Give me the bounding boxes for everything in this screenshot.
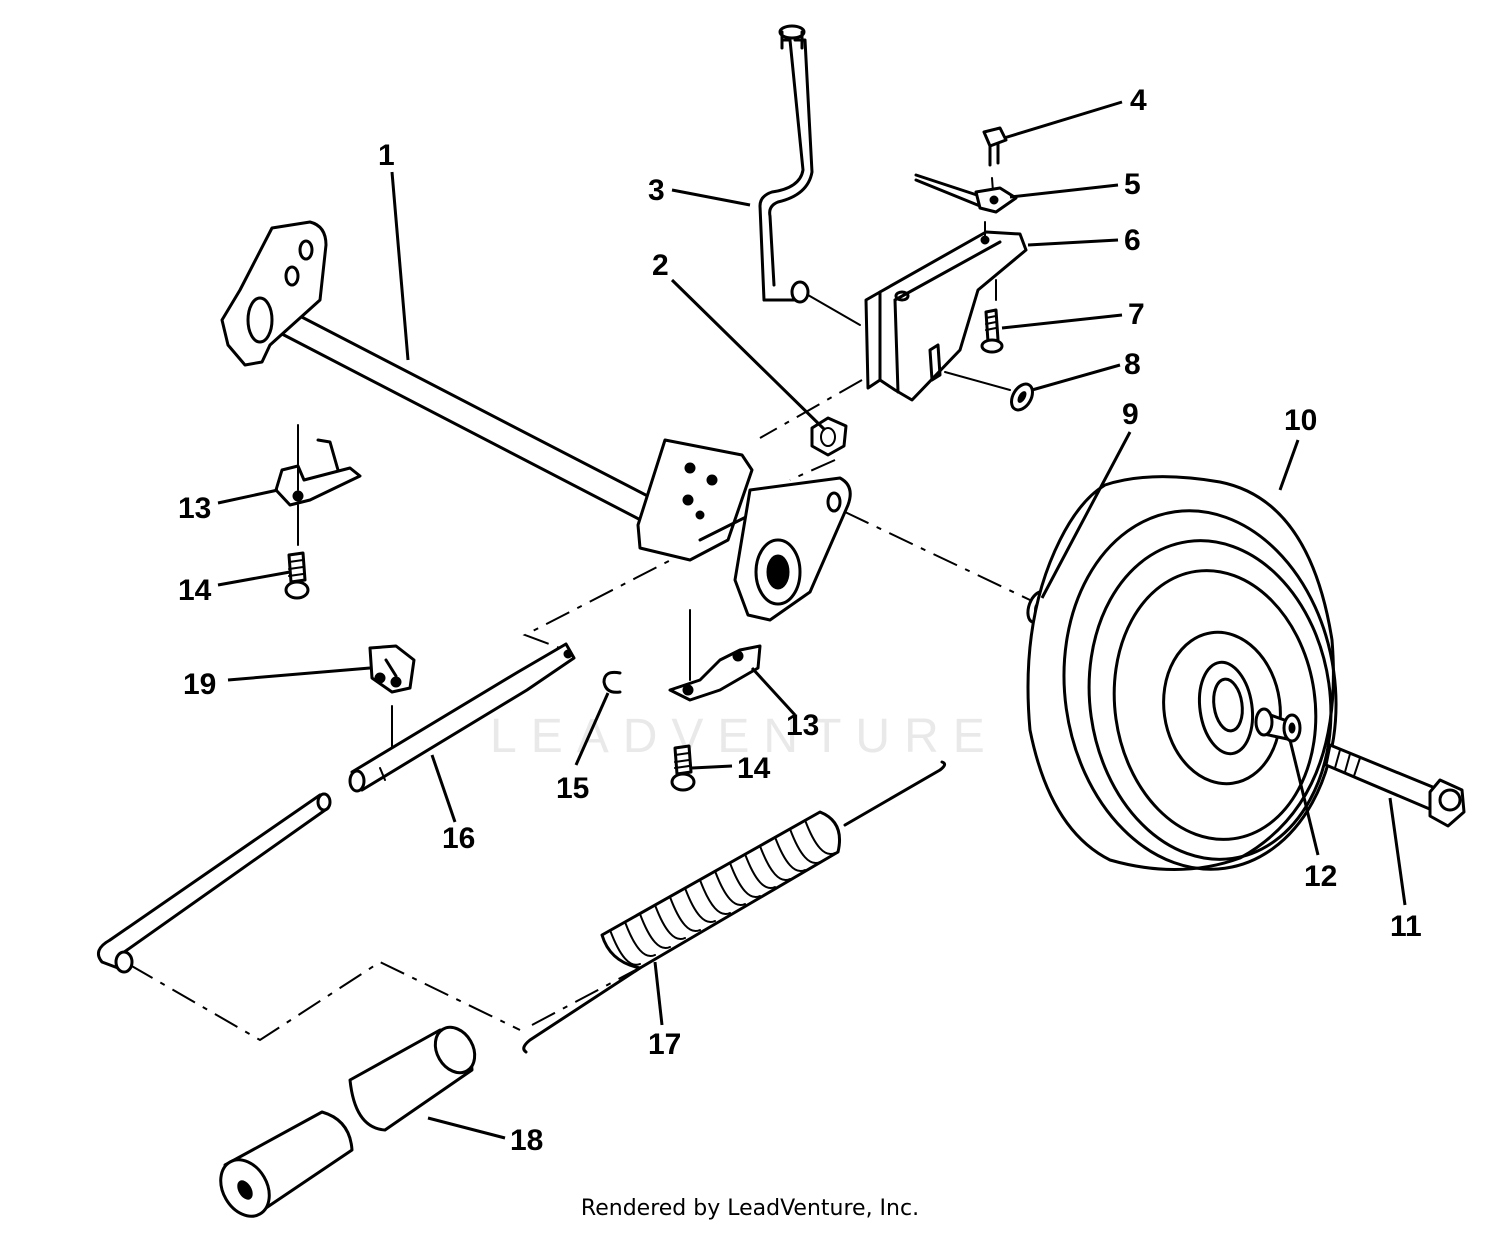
- callout-19: 19: [183, 668, 216, 701]
- part-7-bolt: [980, 279, 1004, 354]
- callout-13-lower: 13: [786, 709, 819, 742]
- assembly-lines: [129, 379, 1031, 1042]
- part-19-clip: [368, 644, 416, 694]
- callout-2: 2: [652, 249, 669, 282]
- part-5-clip: [914, 173, 1018, 214]
- callout-17: 17: [648, 1028, 681, 1061]
- callout-13-upper: 13: [178, 492, 211, 525]
- callout-5: 5: [1124, 168, 1141, 201]
- callout-4: 4: [1130, 84, 1147, 117]
- part-17-spring: [522, 760, 947, 1054]
- callout-1: 1: [378, 139, 395, 172]
- callout-14-upper: 14: [178, 574, 212, 607]
- callout-18: 18: [510, 1124, 543, 1157]
- callout-9: 9: [1122, 398, 1139, 431]
- part-3-rod: [758, 24, 861, 326]
- part-8-washer: [944, 371, 1034, 412]
- callout-11: 11: [1390, 910, 1422, 943]
- part-4-screw: [982, 126, 1008, 206]
- callouts: 1 2 3 4 5 6 7 8 9 10 11 12 13 13 14 14 1…: [178, 84, 1422, 1157]
- part-14-screw-upper: [284, 551, 310, 600]
- callout-12: 12: [1304, 860, 1337, 893]
- part-6-bracket: [864, 221, 1028, 402]
- callout-16: 16: [442, 822, 475, 855]
- part-14-screw-lower: [670, 744, 696, 792]
- watermark: LEADVENTURE: [490, 710, 999, 763]
- part-15-ring: [602, 670, 622, 694]
- part-18-grips: [219, 1025, 477, 1218]
- callout-10: 10: [1284, 404, 1317, 437]
- part-13-bracket-upper: [274, 424, 362, 546]
- callout-6: 6: [1124, 224, 1141, 257]
- part-16-link: [348, 642, 576, 793]
- part-10-wheel: [1026, 475, 1338, 871]
- part-1-axle: [220, 220, 852, 622]
- leader-lines: [217, 100, 1407, 1140]
- part-12-bushing: [1254, 707, 1302, 743]
- part-11-bolt: [1324, 743, 1466, 828]
- callout-14-lower: 14: [737, 752, 771, 785]
- callout-8: 8: [1124, 348, 1141, 381]
- callout-7: 7: [1128, 298, 1145, 331]
- callout-15: 15: [556, 772, 589, 805]
- part-13-bracket-lower: [668, 609, 762, 702]
- callout-3: 3: [648, 174, 665, 207]
- handle-rod: [96, 792, 332, 974]
- footer-credit: Rendered by LeadVenture, Inc.: [580, 1196, 920, 1221]
